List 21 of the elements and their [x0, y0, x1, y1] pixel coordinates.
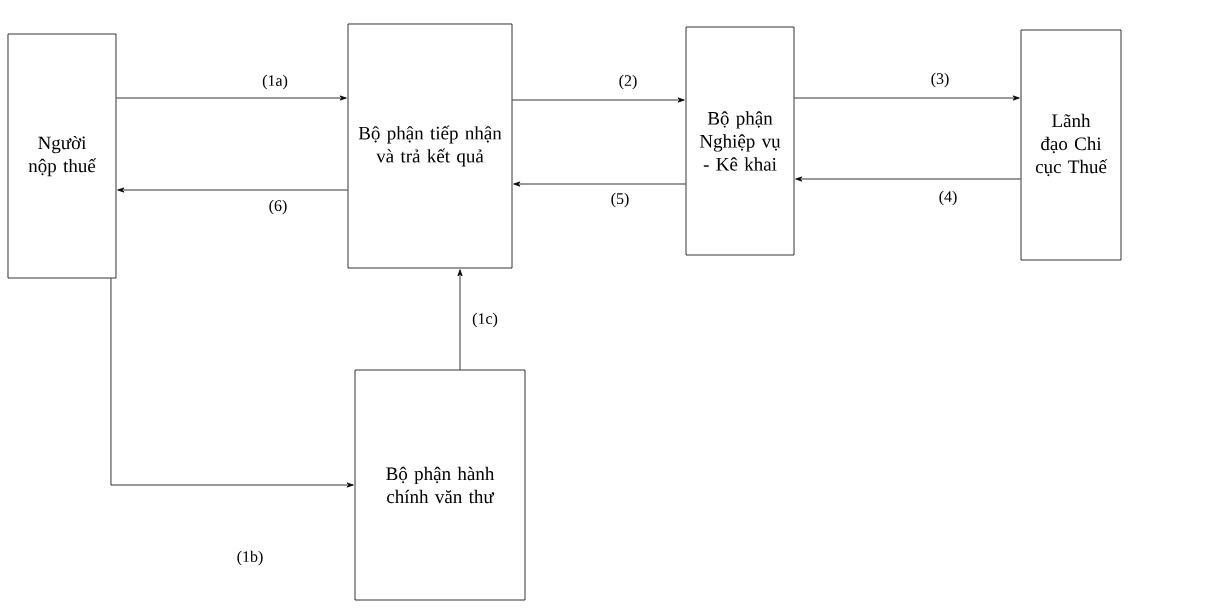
edge-label: (1c): [471, 311, 499, 329]
arrow: [795, 176, 1021, 182]
edge-label: (4): [937, 189, 959, 207]
edge-label: (1a): [261, 73, 289, 91]
process-box: Bộ phận tiếp nhận và trả kết quả: [347, 23, 513, 269]
edge-label: (5): [609, 191, 631, 209]
arrow: [110, 278, 354, 488]
process-box: Người nộp thuế: [7, 33, 117, 279]
arrow: [794, 95, 1020, 101]
process-box: Bộ phận Nghiệp vụ - Kê khai: [685, 26, 795, 256]
arrow: [513, 181, 686, 187]
edge-label: (3): [929, 71, 951, 89]
edge-label: (2): [617, 73, 639, 91]
process-box: Bộ phận hành chính văn thư: [354, 369, 526, 601]
arrow: [512, 97, 685, 103]
arrow: [117, 187, 348, 193]
edge-label: (1b): [235, 549, 265, 567]
arrow: [457, 269, 463, 370]
edge-label: (6): [267, 198, 289, 216]
process-box: Lãnh đạo Chi cục Thuế: [1020, 29, 1122, 261]
arrow: [116, 95, 347, 101]
